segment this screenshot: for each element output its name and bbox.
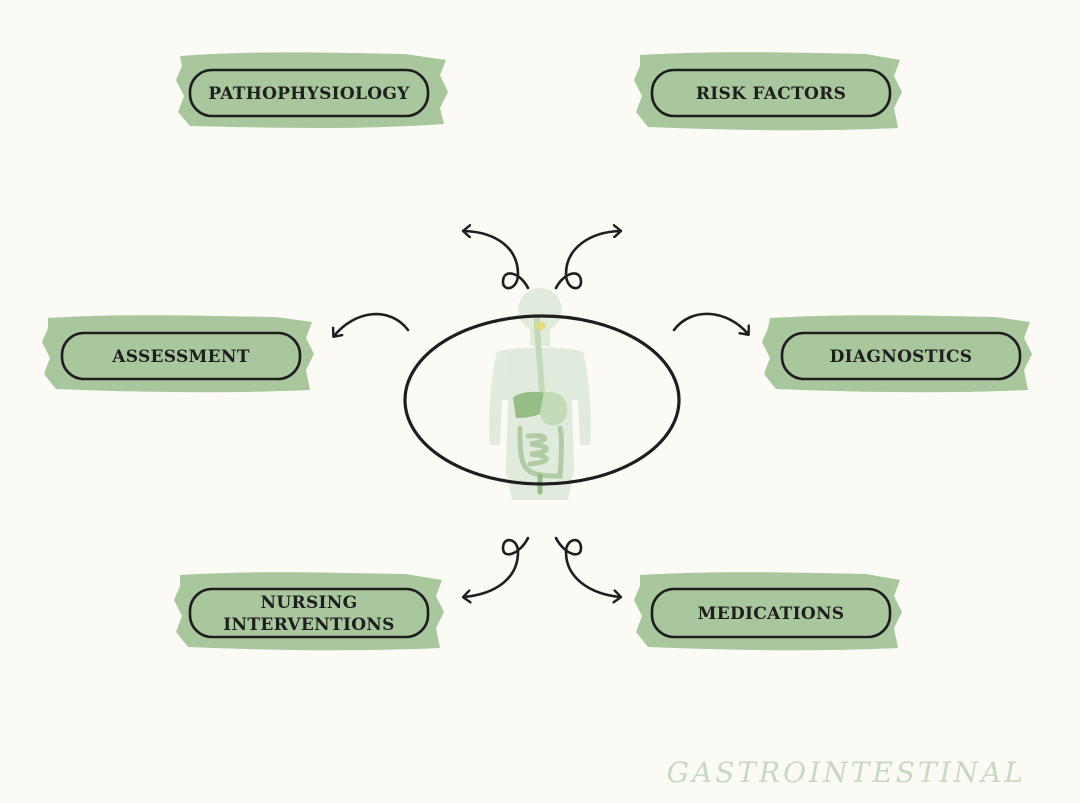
node-nursing-interventions: NURSING INTERVENTIONS <box>174 572 444 651</box>
node-outline <box>188 587 430 639</box>
node-outline <box>188 68 430 118</box>
node-outline <box>780 331 1022 381</box>
node-outline <box>650 587 892 639</box>
arrow-to-nursing-interventions <box>464 536 530 597</box>
node-label: MEDICATIONS <box>698 604 845 624</box>
arrow-to-pathophysiology <box>464 231 530 290</box>
node-label: RISK FACTORS <box>696 84 846 104</box>
node-outline <box>650 68 892 118</box>
node-pathophysiology: PATHOPHYSIOLOGY <box>176 52 448 128</box>
node-label: PATHOPHYSIOLOGY <box>208 84 410 104</box>
center-hub <box>403 288 681 500</box>
node-diagnostics: DIAGNOSTICS <box>762 315 1032 393</box>
arrow-to-diagnostics <box>672 312 748 334</box>
node-medications: MEDICATIONS <box>634 572 902 651</box>
node-label-line2: INTERVENTIONS <box>223 615 394 635</box>
node-label-line1: NURSING <box>261 593 358 613</box>
center-ellipse-outline <box>403 314 681 486</box>
brush-stroke-bg <box>174 572 444 651</box>
brush-stroke-bg <box>42 315 314 393</box>
brush-stroke-bg <box>634 52 902 131</box>
node-assessment: ASSESSMENT <box>42 315 314 393</box>
node-outline <box>60 331 302 381</box>
arrow-to-risk-factors <box>554 231 620 290</box>
arrow-to-assessment <box>334 312 410 336</box>
node-risk-factors: RISK FACTORS <box>634 52 902 131</box>
node-label: ASSESSMENT <box>111 347 250 367</box>
watermark-text: GASTROINTESTINAL <box>667 756 1026 789</box>
connector-arrows <box>334 231 748 597</box>
brush-stroke-bg <box>634 572 902 651</box>
arrow-to-medications <box>554 536 620 597</box>
node-label: DIAGNOSTICS <box>830 347 973 367</box>
brush-stroke-bg <box>762 315 1032 393</box>
